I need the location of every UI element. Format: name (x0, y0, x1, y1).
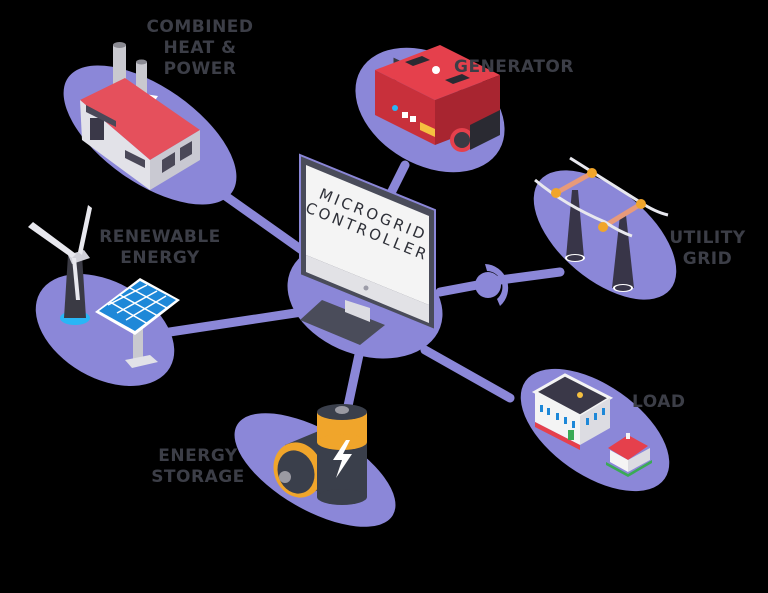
label-line: ENERGY (158, 446, 238, 466)
label-line: LOAD (632, 392, 686, 412)
label-combined-heat-power: COMBINED HEAT & POWER (140, 17, 260, 80)
buildings-icon (531, 373, 652, 477)
label-line: COMBINED (146, 17, 254, 37)
label-load: LOAD (632, 392, 692, 413)
wind-solar-icon (28, 205, 180, 368)
factory-icon (80, 42, 200, 190)
label-line: UTILITY (669, 228, 746, 248)
label-renewable-energy: RENEWABLE ENERGY (95, 227, 225, 269)
label-line: ENERGY (120, 248, 200, 268)
generator-icon (375, 45, 500, 152)
label-line: GENERATOR (454, 57, 574, 77)
label-energy-storage: ENERGY STORAGE (148, 446, 248, 488)
monitor-icon (299, 153, 436, 345)
battery-icon (273, 404, 367, 505)
label-line: STORAGE (151, 467, 245, 487)
grid-connector-icon (475, 264, 509, 306)
power-pylon-icon (534, 156, 669, 292)
label-line: POWER (163, 59, 237, 79)
label-utility-grid: UTILITY GRID (665, 228, 750, 270)
label-line: RENEWABLE (99, 227, 221, 247)
label-generator: GENERATOR (454, 57, 584, 78)
label-line: GRID (682, 249, 733, 269)
label-line: HEAT & (163, 38, 237, 58)
